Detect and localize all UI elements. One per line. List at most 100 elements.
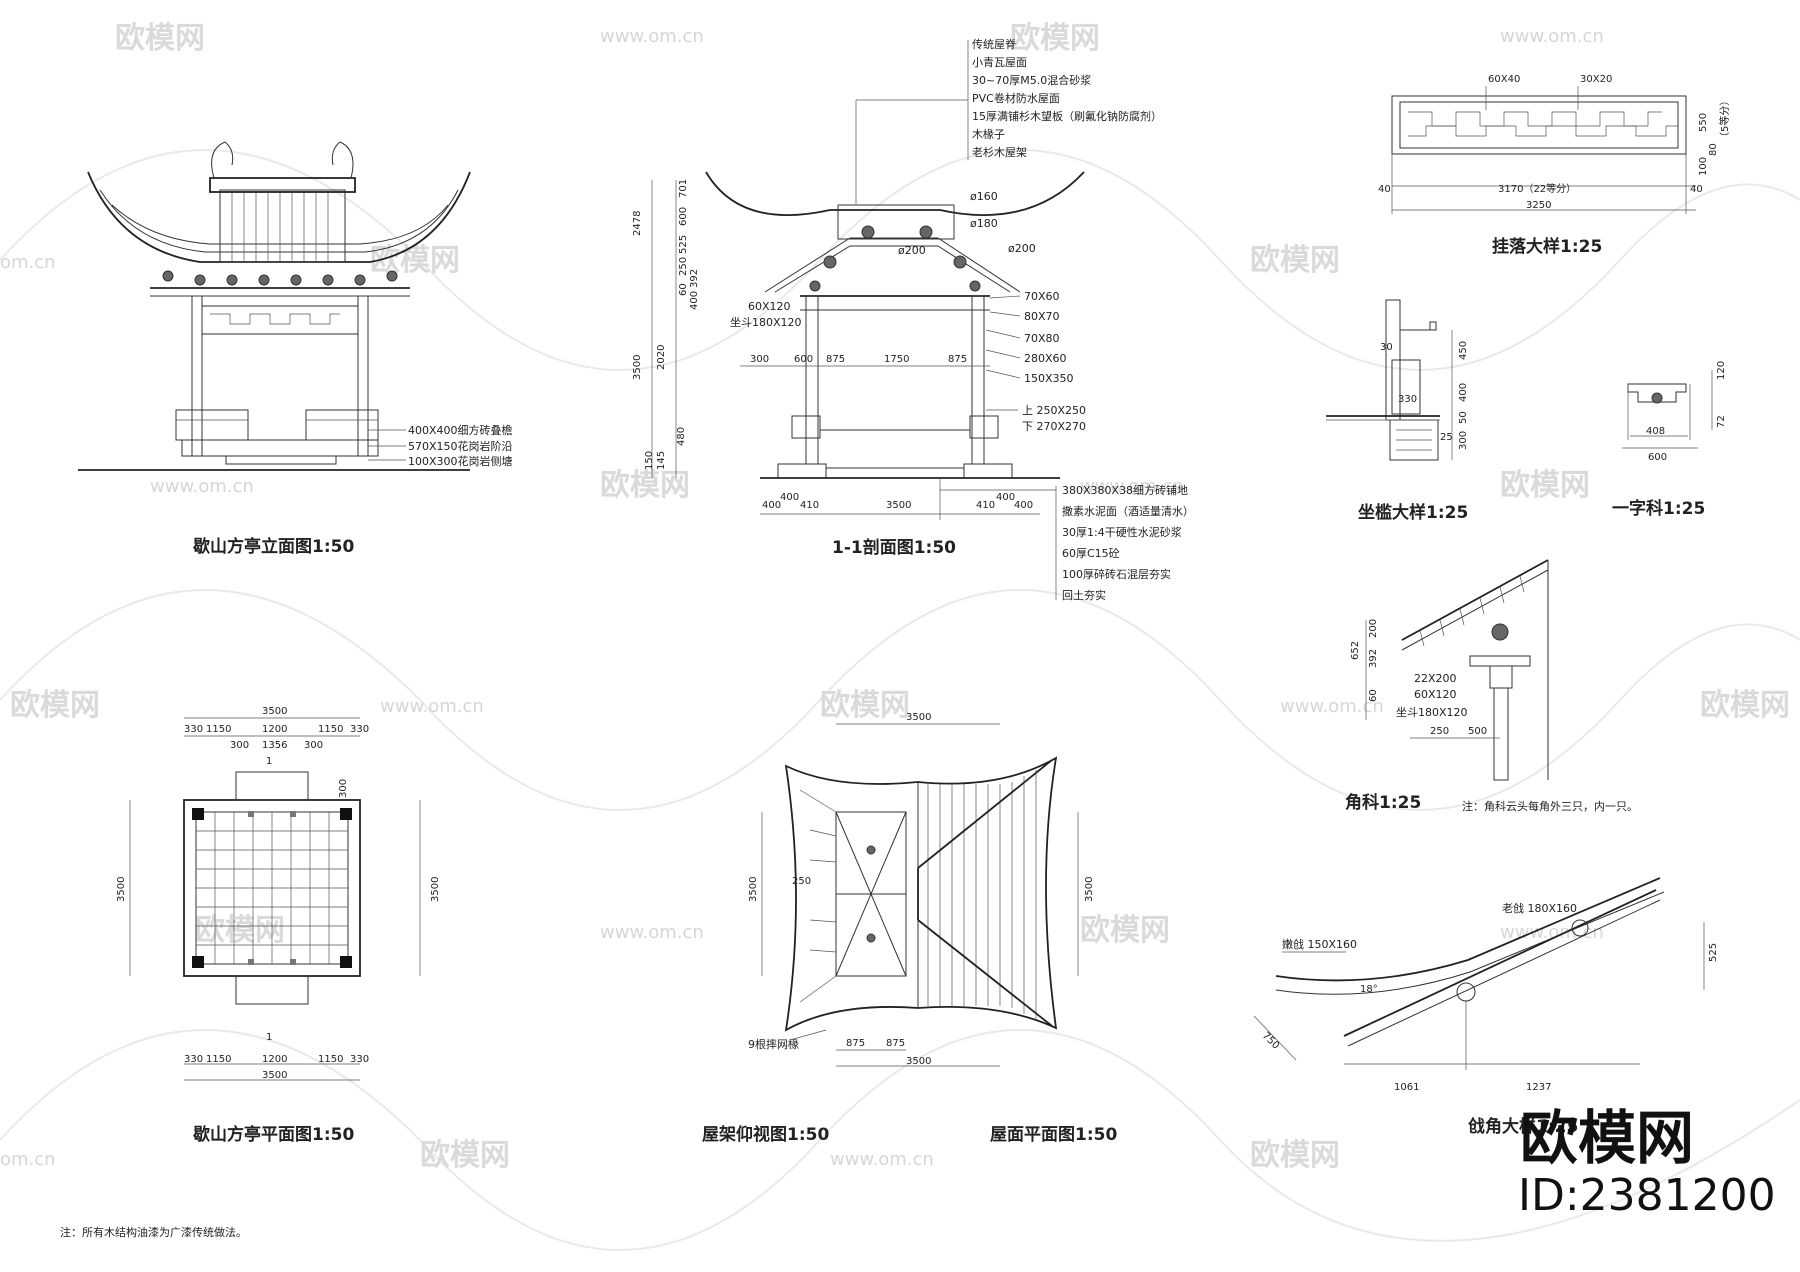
section-left-dim: 2478 bbox=[632, 211, 643, 236]
section-member: 坐斗180X120 bbox=[730, 316, 802, 329]
watermark-url: www.om.cn bbox=[600, 922, 704, 943]
fascia-right-dim: 80 bbox=[1708, 143, 1719, 156]
title-eave-corner: 戗角大样1:25 bbox=[1468, 1116, 1578, 1137]
fascia-bottom-dim: 40 bbox=[1690, 184, 1703, 195]
roof-right-dim: 3500 bbox=[1084, 877, 1095, 902]
section-beam-dim: 875 bbox=[948, 354, 967, 365]
section-stack-dim: 60 bbox=[678, 283, 689, 296]
roof-drawing: 3500 3500 250 3500 875 875 3500 9根摔网椽 bbox=[748, 712, 1095, 1067]
watermark-brand: 欧模网 bbox=[1500, 468, 1590, 503]
roof-layer: 传统屋脊 bbox=[972, 37, 1016, 51]
title-roof-plan: 屋面平面图1:50 bbox=[990, 1125, 1117, 1145]
yizi-dim: 600 bbox=[1648, 452, 1667, 463]
plan-top-dim: 330 bbox=[350, 724, 369, 735]
yizi-dim: 408 bbox=[1646, 426, 1665, 437]
corner-left-dim: 60 bbox=[1368, 689, 1379, 702]
section-beam-dim: 300 bbox=[750, 354, 769, 365]
title-seat-rail: 坐槛大样1:25 bbox=[1358, 502, 1468, 523]
watermark-url-fragment: om.cn bbox=[0, 252, 56, 273]
watermark-brand: 欧模网 bbox=[1010, 21, 1100, 56]
section-stack-dim: 400 bbox=[689, 291, 700, 310]
watermark-brand: 欧模网 bbox=[1700, 688, 1790, 723]
corner-bottom-dim: 250 bbox=[1430, 726, 1449, 737]
seat-dim: 50 bbox=[1458, 411, 1469, 424]
foundation-layer: 100厚碎砖石混层夯实 bbox=[1062, 567, 1171, 581]
yizi-bracket-drawing: 120 72 408 600 bbox=[1622, 361, 1727, 463]
title-yizi-bracket: 一字科1:25 bbox=[1612, 498, 1705, 519]
section-member: 70X60 bbox=[1024, 290, 1060, 303]
rafter-label: 9根摔网椽 bbox=[748, 1037, 799, 1051]
section-beam-dim: 1750 bbox=[884, 354, 909, 365]
fascia-top-dim: 60X40 bbox=[1488, 74, 1520, 85]
section-bottom-dim: 400 bbox=[780, 492, 799, 503]
corner-left-dim: 392 bbox=[1368, 649, 1379, 668]
roof-layer: 30~70厚M5.0混合砂浆 bbox=[972, 73, 1091, 87]
roof-bottom-dim: 875 bbox=[846, 1038, 865, 1049]
plan-drawing: 3500 330 1150 1200 1150 330 300 1356 300… bbox=[116, 706, 441, 1081]
fascia-total-dim: 3250 bbox=[1526, 200, 1551, 211]
yizi-dim: 72 bbox=[1716, 415, 1727, 428]
eave-bottom-dim: 1237 bbox=[1526, 1082, 1551, 1093]
section-stack-dim: 250 bbox=[678, 257, 689, 276]
watermark-brand: 欧模网 bbox=[195, 913, 285, 948]
watermark-url: www.om.cn bbox=[1280, 696, 1384, 717]
seat-rail-drawing: 30 450 330 400 50 300 25 bbox=[1326, 299, 1469, 461]
seat-dim: 450 bbox=[1458, 341, 1469, 360]
roof-inner-mark: 250 bbox=[792, 876, 811, 887]
watermark-url: www.om.cn bbox=[600, 26, 704, 47]
plan-side-dim: 3500 bbox=[430, 877, 441, 902]
title-plan: 歇山方亭平面图1:50 bbox=[193, 1124, 354, 1145]
seat-dim: 300 bbox=[1458, 431, 1469, 450]
section-stack-dim: 525 bbox=[678, 235, 689, 254]
watermark-brand: 欧模网 bbox=[420, 1138, 510, 1173]
section-member: 60X120 bbox=[748, 300, 791, 313]
foundation-layer: 撒素水泥面（酒适量清水） bbox=[1062, 504, 1194, 518]
roof-bottom-dim: 875 bbox=[886, 1038, 905, 1049]
foundation-layer: 回土夯实 bbox=[1062, 588, 1106, 602]
section-stack-dim: 701 bbox=[678, 179, 689, 198]
plan-step-depth: 300 bbox=[338, 779, 349, 798]
title-roof-frame-bottom: 屋架仰视图1:50 bbox=[702, 1124, 829, 1145]
eave-rise: 525 bbox=[1708, 943, 1719, 962]
plan-bottom-total: 3500 bbox=[262, 1070, 287, 1081]
eave-length: 750 bbox=[1260, 1030, 1281, 1051]
plan-top-dim: 330 bbox=[184, 724, 203, 735]
foundation-layer: 380X380X38细方砖铺地 bbox=[1062, 483, 1188, 497]
section-member: 下 270X270 bbox=[1022, 420, 1086, 433]
elevation-drawing: 400X400细方砖叠檐 570X150花岗岩阶沿 100X300花岗岩侧塘 bbox=[78, 141, 513, 471]
section-beam-dim: 600 bbox=[794, 354, 813, 365]
plan-top-dim: 1150 bbox=[318, 724, 343, 735]
fascia-top-dim: 30X20 bbox=[1580, 74, 1612, 85]
eave-corner-drawing: 老戗 180X160 嫩戗 150X160 18° 750 1061 1237 … bbox=[1253, 877, 1719, 1093]
section-member: ø180 bbox=[970, 217, 998, 230]
foundation-layer: 60厚C15砼 bbox=[1062, 547, 1120, 560]
corner-label: 22X200 bbox=[1414, 672, 1457, 685]
eave-tender-beam: 嫩戗 150X160 bbox=[1282, 937, 1357, 951]
seat-dim: 30 bbox=[1380, 342, 1393, 353]
watermark-brand: 欧模网 bbox=[1250, 243, 1340, 278]
watermark-brand: 欧模网 bbox=[1080, 913, 1170, 948]
corner-brand-name: 欧模网 bbox=[1520, 1104, 1694, 1172]
roof-side-dim: 3500 bbox=[748, 877, 759, 902]
watermark-brand: 欧模网 bbox=[370, 243, 460, 278]
seat-dim: 25 bbox=[1440, 432, 1453, 443]
roof-layer: 木椽子 bbox=[972, 128, 1005, 141]
section-left-dim: 3500 bbox=[632, 355, 643, 380]
roof-layer: 老杉木屋架 bbox=[972, 145, 1027, 159]
plan-bottom-dim: 330 bbox=[184, 1054, 203, 1065]
plan-section-mark: 1 bbox=[266, 1032, 272, 1043]
watermarks: 欧模网 欧模网 欧模网 欧模网 欧模网 欧模网 欧模网 欧模网 欧模网 欧模网 … bbox=[0, 21, 1790, 1173]
section-bottom-dim: 410 bbox=[976, 500, 995, 511]
corner-brand-id: ID:2381200 bbox=[1518, 1170, 1776, 1221]
section-stack-dim: 600 bbox=[678, 207, 689, 226]
elevation-callout: 570X150花岗岩阶沿 bbox=[408, 439, 513, 453]
section-member: 80X70 bbox=[1024, 310, 1060, 323]
roof-layer: PVC卷材防水屋面 bbox=[972, 91, 1060, 105]
watermark-url: www.om.cn bbox=[830, 1149, 934, 1170]
watermark-url: www.om.cn bbox=[150, 476, 254, 497]
section-bottom-dim: 3500 bbox=[886, 500, 911, 511]
plan-step-dim: 300 bbox=[230, 740, 249, 751]
title-section: 1-1剖面图1:50 bbox=[832, 537, 956, 558]
note-general: 注：所有木结构油漆为广漆传统做法。 bbox=[60, 1225, 247, 1239]
